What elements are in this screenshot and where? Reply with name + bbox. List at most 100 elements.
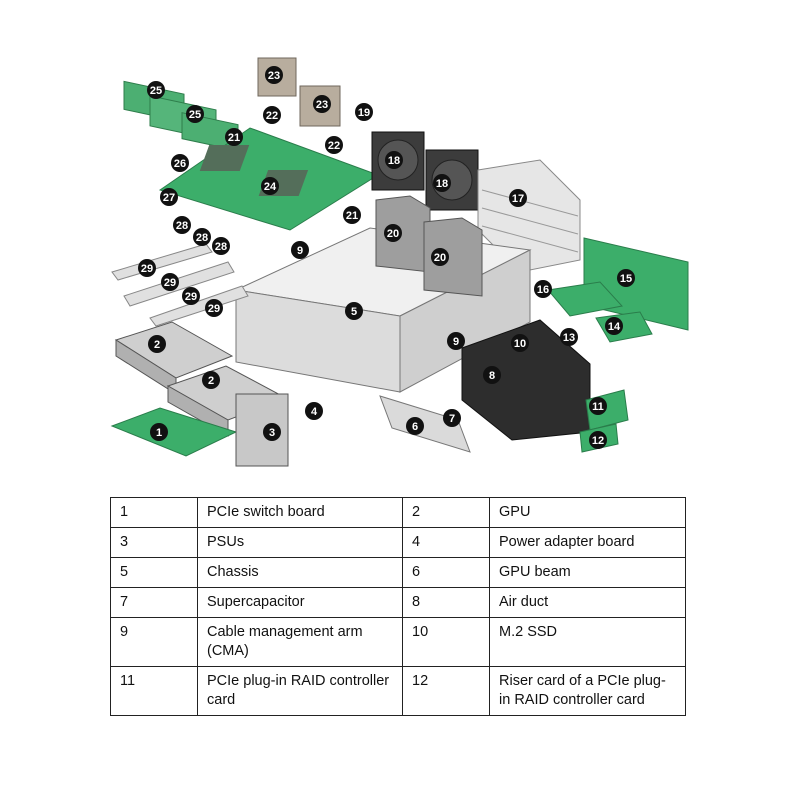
callout-badge bbox=[263, 106, 281, 124]
callout-badge bbox=[509, 189, 527, 207]
callout-number: 2 bbox=[208, 375, 214, 387]
drive-bays bbox=[477, 159, 581, 273]
part-number: 12 bbox=[402, 666, 490, 716]
callout-number: 22 bbox=[328, 140, 340, 152]
callout-badge bbox=[202, 371, 220, 389]
callout-number: 20 bbox=[387, 228, 399, 240]
part-number: 7 bbox=[110, 587, 198, 618]
callout-badge bbox=[186, 105, 204, 123]
callout-badge bbox=[160, 188, 178, 206]
callout-badge bbox=[511, 334, 529, 352]
callout-number: 9 bbox=[453, 336, 459, 348]
callout-number: 27 bbox=[163, 192, 175, 204]
callout-number: 2 bbox=[154, 339, 160, 351]
callout-badge bbox=[148, 335, 166, 353]
callout-badge bbox=[385, 151, 403, 169]
callout-badge bbox=[305, 402, 323, 420]
callout-number: 13 bbox=[563, 332, 575, 344]
callout-badge bbox=[193, 228, 211, 246]
part-number: 2 bbox=[402, 497, 490, 528]
callout-badge bbox=[431, 248, 449, 266]
part-name: Cable management arm (CMA) bbox=[197, 617, 403, 667]
part-name: GPU bbox=[489, 497, 686, 528]
callout-badge bbox=[534, 280, 552, 298]
callout-badge bbox=[343, 206, 361, 224]
callout-badge bbox=[325, 136, 343, 154]
callout-badge bbox=[560, 328, 578, 346]
callout-badge bbox=[433, 174, 451, 192]
callout-badge bbox=[589, 431, 607, 449]
callout-number: 26 bbox=[174, 158, 186, 170]
memory-modules bbox=[123, 80, 239, 152]
legend-row: 11 PCIe plug-in RAID controller card 12 … bbox=[110, 666, 686, 716]
callout-number: 18 bbox=[436, 178, 448, 190]
callout-badge bbox=[150, 423, 168, 441]
callout-number: 11 bbox=[592, 401, 604, 413]
callout-number: 28 bbox=[196, 232, 208, 244]
callout-badge bbox=[147, 81, 165, 99]
parts-legend-table: 1 PCIe switch board 2 GPU 3 PSUs 4 Power… bbox=[110, 497, 686, 716]
callout-badge bbox=[261, 177, 279, 195]
callout-number: 15 bbox=[620, 273, 632, 285]
part-number: 5 bbox=[110, 557, 198, 588]
part-name: Chassis bbox=[197, 557, 403, 588]
callout-number: 6 bbox=[412, 421, 418, 433]
gpu-beam bbox=[379, 395, 471, 453]
part-name: Riser card of a PCIe plug-in RAID contro… bbox=[489, 666, 686, 716]
callout-badge bbox=[225, 128, 243, 146]
callout-number: 12 bbox=[592, 435, 604, 447]
part-number: 3 bbox=[110, 527, 198, 558]
callout-badge bbox=[205, 299, 223, 317]
callout-number: 29 bbox=[185, 291, 197, 303]
callout-badge bbox=[265, 66, 283, 84]
callout-number: 28 bbox=[215, 241, 227, 253]
callout-badge bbox=[263, 423, 281, 441]
part-number: 4 bbox=[402, 527, 490, 558]
callout-badge bbox=[212, 237, 230, 255]
callout-badge bbox=[291, 241, 309, 259]
callout-number: 21 bbox=[228, 132, 240, 144]
callout-number: 9 bbox=[297, 245, 303, 257]
callout-number: 25 bbox=[189, 109, 201, 121]
callout-badge bbox=[138, 259, 156, 277]
callout-badge bbox=[589, 397, 607, 415]
callout-badge bbox=[617, 269, 635, 287]
cpu-socket bbox=[199, 145, 250, 171]
callout-badge bbox=[443, 409, 461, 427]
callout-badge bbox=[605, 317, 623, 335]
callout-number: 7 bbox=[449, 413, 455, 425]
part-name: PSUs bbox=[197, 527, 403, 558]
part-number: 11 bbox=[110, 666, 198, 716]
legend-row: 5 Chassis 6 GPU beam bbox=[110, 557, 686, 588]
callout-badge bbox=[171, 154, 189, 172]
legend-row: 1 PCIe switch board 2 GPU bbox=[110, 497, 686, 528]
callout-badge bbox=[173, 216, 191, 234]
part-name: PCIe switch board bbox=[197, 497, 403, 528]
callout-badge bbox=[355, 103, 373, 121]
callout-number: 25 bbox=[150, 85, 162, 97]
callout-number: 3 bbox=[269, 427, 275, 439]
io-board bbox=[547, 281, 623, 317]
part-number: 10 bbox=[402, 617, 490, 667]
part-number: 6 bbox=[402, 557, 490, 588]
part-name: Supercapacitor bbox=[197, 587, 403, 618]
callout-number: 24 bbox=[264, 181, 277, 193]
part-number: 9 bbox=[110, 617, 198, 667]
callout-number: 8 bbox=[489, 370, 495, 382]
callout-number: 18 bbox=[388, 155, 400, 167]
callout-number: 16 bbox=[537, 284, 549, 296]
callout-badge bbox=[345, 302, 363, 320]
callout-number: 17 bbox=[512, 193, 524, 205]
part-name: Air duct bbox=[489, 587, 686, 618]
callout-number: 10 bbox=[514, 338, 526, 350]
part-number: 1 bbox=[110, 497, 198, 528]
callout-number: 19 bbox=[358, 107, 370, 119]
callout-badge bbox=[384, 224, 402, 242]
callout-number: 20 bbox=[434, 252, 446, 264]
callout-number: 29 bbox=[141, 263, 153, 275]
callout-badge bbox=[313, 95, 331, 113]
callout-badge bbox=[447, 332, 465, 350]
callout-number: 14 bbox=[608, 321, 621, 333]
